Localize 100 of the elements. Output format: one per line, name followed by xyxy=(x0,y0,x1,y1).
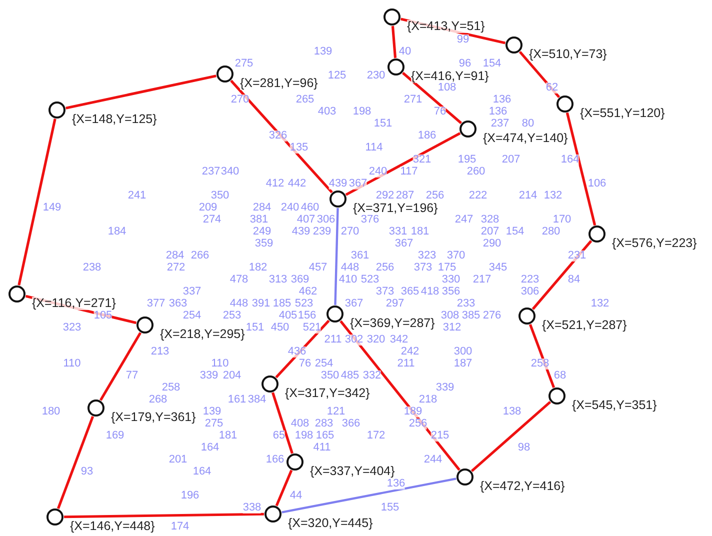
weight-number: 272 xyxy=(166,262,186,274)
weight-number: 405 xyxy=(278,310,298,322)
weight-number: 138 xyxy=(502,406,522,418)
weight-number: 195 xyxy=(458,154,476,166)
weight-number: 302 xyxy=(344,334,364,346)
weight-number: 408 xyxy=(290,418,310,430)
weight-number: 391 xyxy=(252,298,270,310)
weight-number: 139 xyxy=(314,46,332,58)
weight-number: 407 xyxy=(296,214,316,226)
vertex-circle xyxy=(136,316,154,334)
weight-number: 204 xyxy=(222,370,242,382)
coordinate-label: {X=337,Y=404} xyxy=(310,465,395,478)
weight-number: 418 xyxy=(420,286,440,298)
weight-number: 180 xyxy=(42,406,60,418)
vertex-circle xyxy=(330,190,346,208)
weight-number: 106 xyxy=(588,178,606,190)
coordinate-label: {X=317,Y=342} xyxy=(285,387,370,400)
weight-number: 132 xyxy=(590,298,610,310)
connector-line xyxy=(518,50,560,98)
coordinate-label: {X=472,Y=416} xyxy=(480,480,565,492)
weight-number: 68 xyxy=(554,370,566,382)
weight-number: 436 xyxy=(288,346,306,358)
weight-number: 65 xyxy=(272,430,286,442)
weight-number: 231 xyxy=(568,250,586,262)
weight-number: 478 xyxy=(230,274,248,286)
weight-number: 326 xyxy=(268,130,288,142)
connector-line xyxy=(528,324,556,388)
coordinate-label: {X=416,Y=91} xyxy=(411,70,489,82)
connector-line xyxy=(345,132,461,196)
weight-number: 275 xyxy=(204,418,224,430)
weight-number: 110 xyxy=(211,358,229,370)
vertex-circle xyxy=(286,454,304,470)
weight-number: 363 xyxy=(168,298,188,310)
weight-number: 136 xyxy=(488,106,508,118)
weight-number: 376 xyxy=(360,214,380,226)
weight-number: 256 xyxy=(408,418,428,430)
weight-number: 270 xyxy=(230,94,250,106)
weight-number: 256 xyxy=(426,190,444,202)
weight-number: 217 xyxy=(472,274,492,286)
weight-number: 359 xyxy=(254,238,274,250)
vertex-circle xyxy=(8,286,26,302)
weight-number: 350 xyxy=(210,190,230,202)
connector-line xyxy=(334,208,339,306)
weight-number: 377 xyxy=(146,298,166,310)
weight-number: 367 xyxy=(348,178,368,190)
vertex-circle xyxy=(326,306,344,322)
weight-number: 384 xyxy=(248,394,266,406)
weight-number: 370 xyxy=(446,250,466,262)
weight-number: 132 xyxy=(544,190,562,202)
weight-number: 339 xyxy=(200,370,218,382)
weight-number: 439 xyxy=(292,226,310,238)
weight-number: 110 xyxy=(63,358,81,370)
weight-number: 237 xyxy=(202,166,220,178)
vertex-circle xyxy=(388,58,404,76)
weight-number: 274 xyxy=(202,214,222,226)
weight-number: 169 xyxy=(106,430,124,442)
weight-number: 276 xyxy=(482,310,502,322)
weight-number: 258 xyxy=(162,382,180,394)
weight-number: 187 xyxy=(454,358,472,370)
weight-number: 342 xyxy=(390,334,408,346)
weight-number: 448 xyxy=(340,262,360,274)
weight-number: 125 xyxy=(328,70,346,82)
weight-number: 155 xyxy=(380,502,400,514)
coordinate-label: {X=218,Y=295} xyxy=(160,328,245,340)
weight-number: 170 xyxy=(552,214,572,226)
coordinate-label: {X=551,Y=120} xyxy=(580,107,665,120)
weight-number: 154 xyxy=(482,58,502,70)
weight-number: 247 xyxy=(454,214,474,226)
weight-number: 166 xyxy=(266,454,284,466)
weight-number: 238 xyxy=(82,262,102,274)
weight-number: 337 xyxy=(182,286,202,298)
weight-number: 181 xyxy=(218,430,238,442)
weight-number: 164 xyxy=(200,442,220,454)
weight-number: 151 xyxy=(246,322,264,334)
weight-number: 218 xyxy=(418,394,438,406)
vertex-circle xyxy=(88,400,104,416)
weight-number: 439 xyxy=(328,178,348,190)
weight-number: 240 xyxy=(280,202,300,214)
weight-number: 266 xyxy=(190,250,210,262)
weight-number: 523 xyxy=(294,298,314,310)
coordinate-label: {X=281,Y=96} xyxy=(240,77,318,90)
connector-line xyxy=(340,320,460,471)
weight-number: 330 xyxy=(442,274,460,286)
vertex-circle xyxy=(264,506,282,522)
weight-number: 457 xyxy=(308,262,328,274)
weight-number: 207 xyxy=(502,154,520,166)
vertex-circle xyxy=(460,120,476,138)
weight-number: 209 xyxy=(198,202,218,214)
weight-number: 365 xyxy=(400,286,420,298)
weight-number: 271 xyxy=(404,94,422,106)
weight-number: 312 xyxy=(442,322,462,334)
weight-number: 77 xyxy=(126,370,138,382)
vertex-circle xyxy=(548,388,566,404)
vertex-circle xyxy=(48,102,66,118)
weight-number: 172 xyxy=(366,430,386,442)
weight-number: 323 xyxy=(418,250,436,262)
weight-number: 186 xyxy=(418,130,436,142)
weight-number: 385 xyxy=(462,310,480,322)
weight-number: 280 xyxy=(542,226,560,238)
weight-number: 136 xyxy=(492,94,512,106)
